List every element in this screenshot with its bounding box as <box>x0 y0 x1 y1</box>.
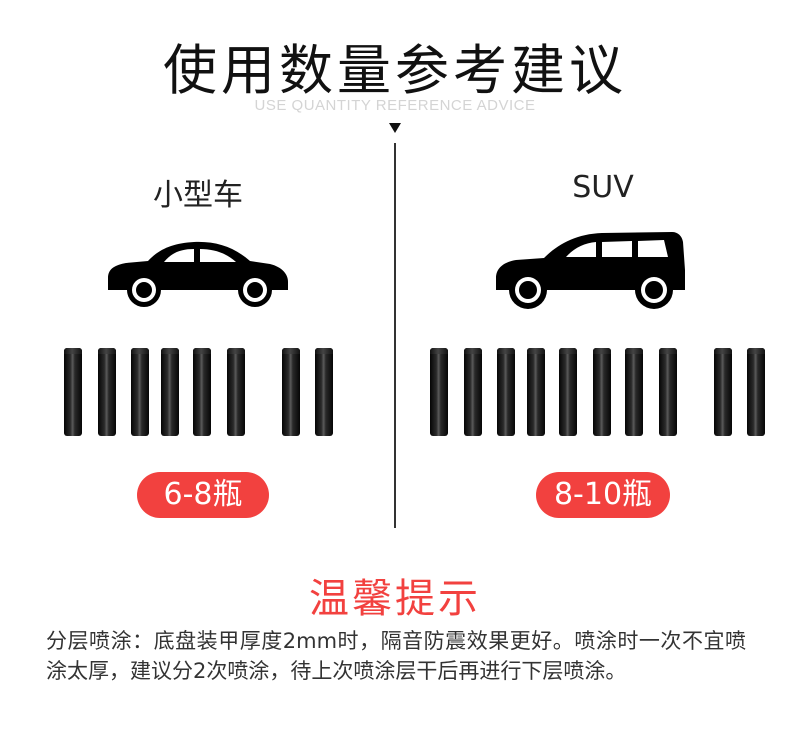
spray-bottle-icon <box>193 348 211 436</box>
page-title: 使用数量参考建议 <box>163 39 627 102</box>
tip-title: 温馨提示 <box>309 576 481 622</box>
sedan-car-icon <box>108 241 288 307</box>
spray-bottle-icon <box>464 348 482 436</box>
spray-bottle-icon <box>131 348 149 436</box>
down-arrow-icon <box>389 123 401 133</box>
small-car-quantity-badge: 6-8瓶 <box>137 472 269 518</box>
spray-bottle-icon <box>659 348 677 436</box>
suv-label: SUV <box>572 170 634 205</box>
spray-bottle-icon <box>527 348 545 436</box>
small-car-label: 小型车 <box>153 178 243 213</box>
spray-bottle-icon <box>98 348 116 436</box>
spray-bottle-icon <box>714 348 732 436</box>
spray-bottle-icon <box>747 348 765 436</box>
spray-bottle-icon <box>315 348 333 436</box>
spray-bottle-icon <box>161 348 179 436</box>
page-subtitle: USE QUANTITY REFERENCE ADVICE <box>254 97 536 114</box>
spray-bottle-icon <box>497 348 515 436</box>
spray-bottle-icon <box>64 348 82 436</box>
spray-bottle-icon <box>593 348 611 436</box>
suv-bottles <box>430 348 765 436</box>
spray-bottle-icon <box>559 348 577 436</box>
spray-bottle-icon <box>625 348 643 436</box>
spray-bottle-icon <box>227 348 245 436</box>
tip-text: 分层喷涂：底盘装甲厚度2mm时，隔音防震效果更好。喷涂时一次不宜喷涂太厚，建议分… <box>46 629 746 683</box>
spray-bottle-icon <box>282 348 300 436</box>
spray-bottle-icon <box>430 348 448 436</box>
small-car-bottles <box>64 348 336 436</box>
column-divider <box>394 143 396 528</box>
suv-quantity-badge: 8-10瓶 <box>536 472 670 518</box>
suv-car-icon <box>496 232 685 309</box>
